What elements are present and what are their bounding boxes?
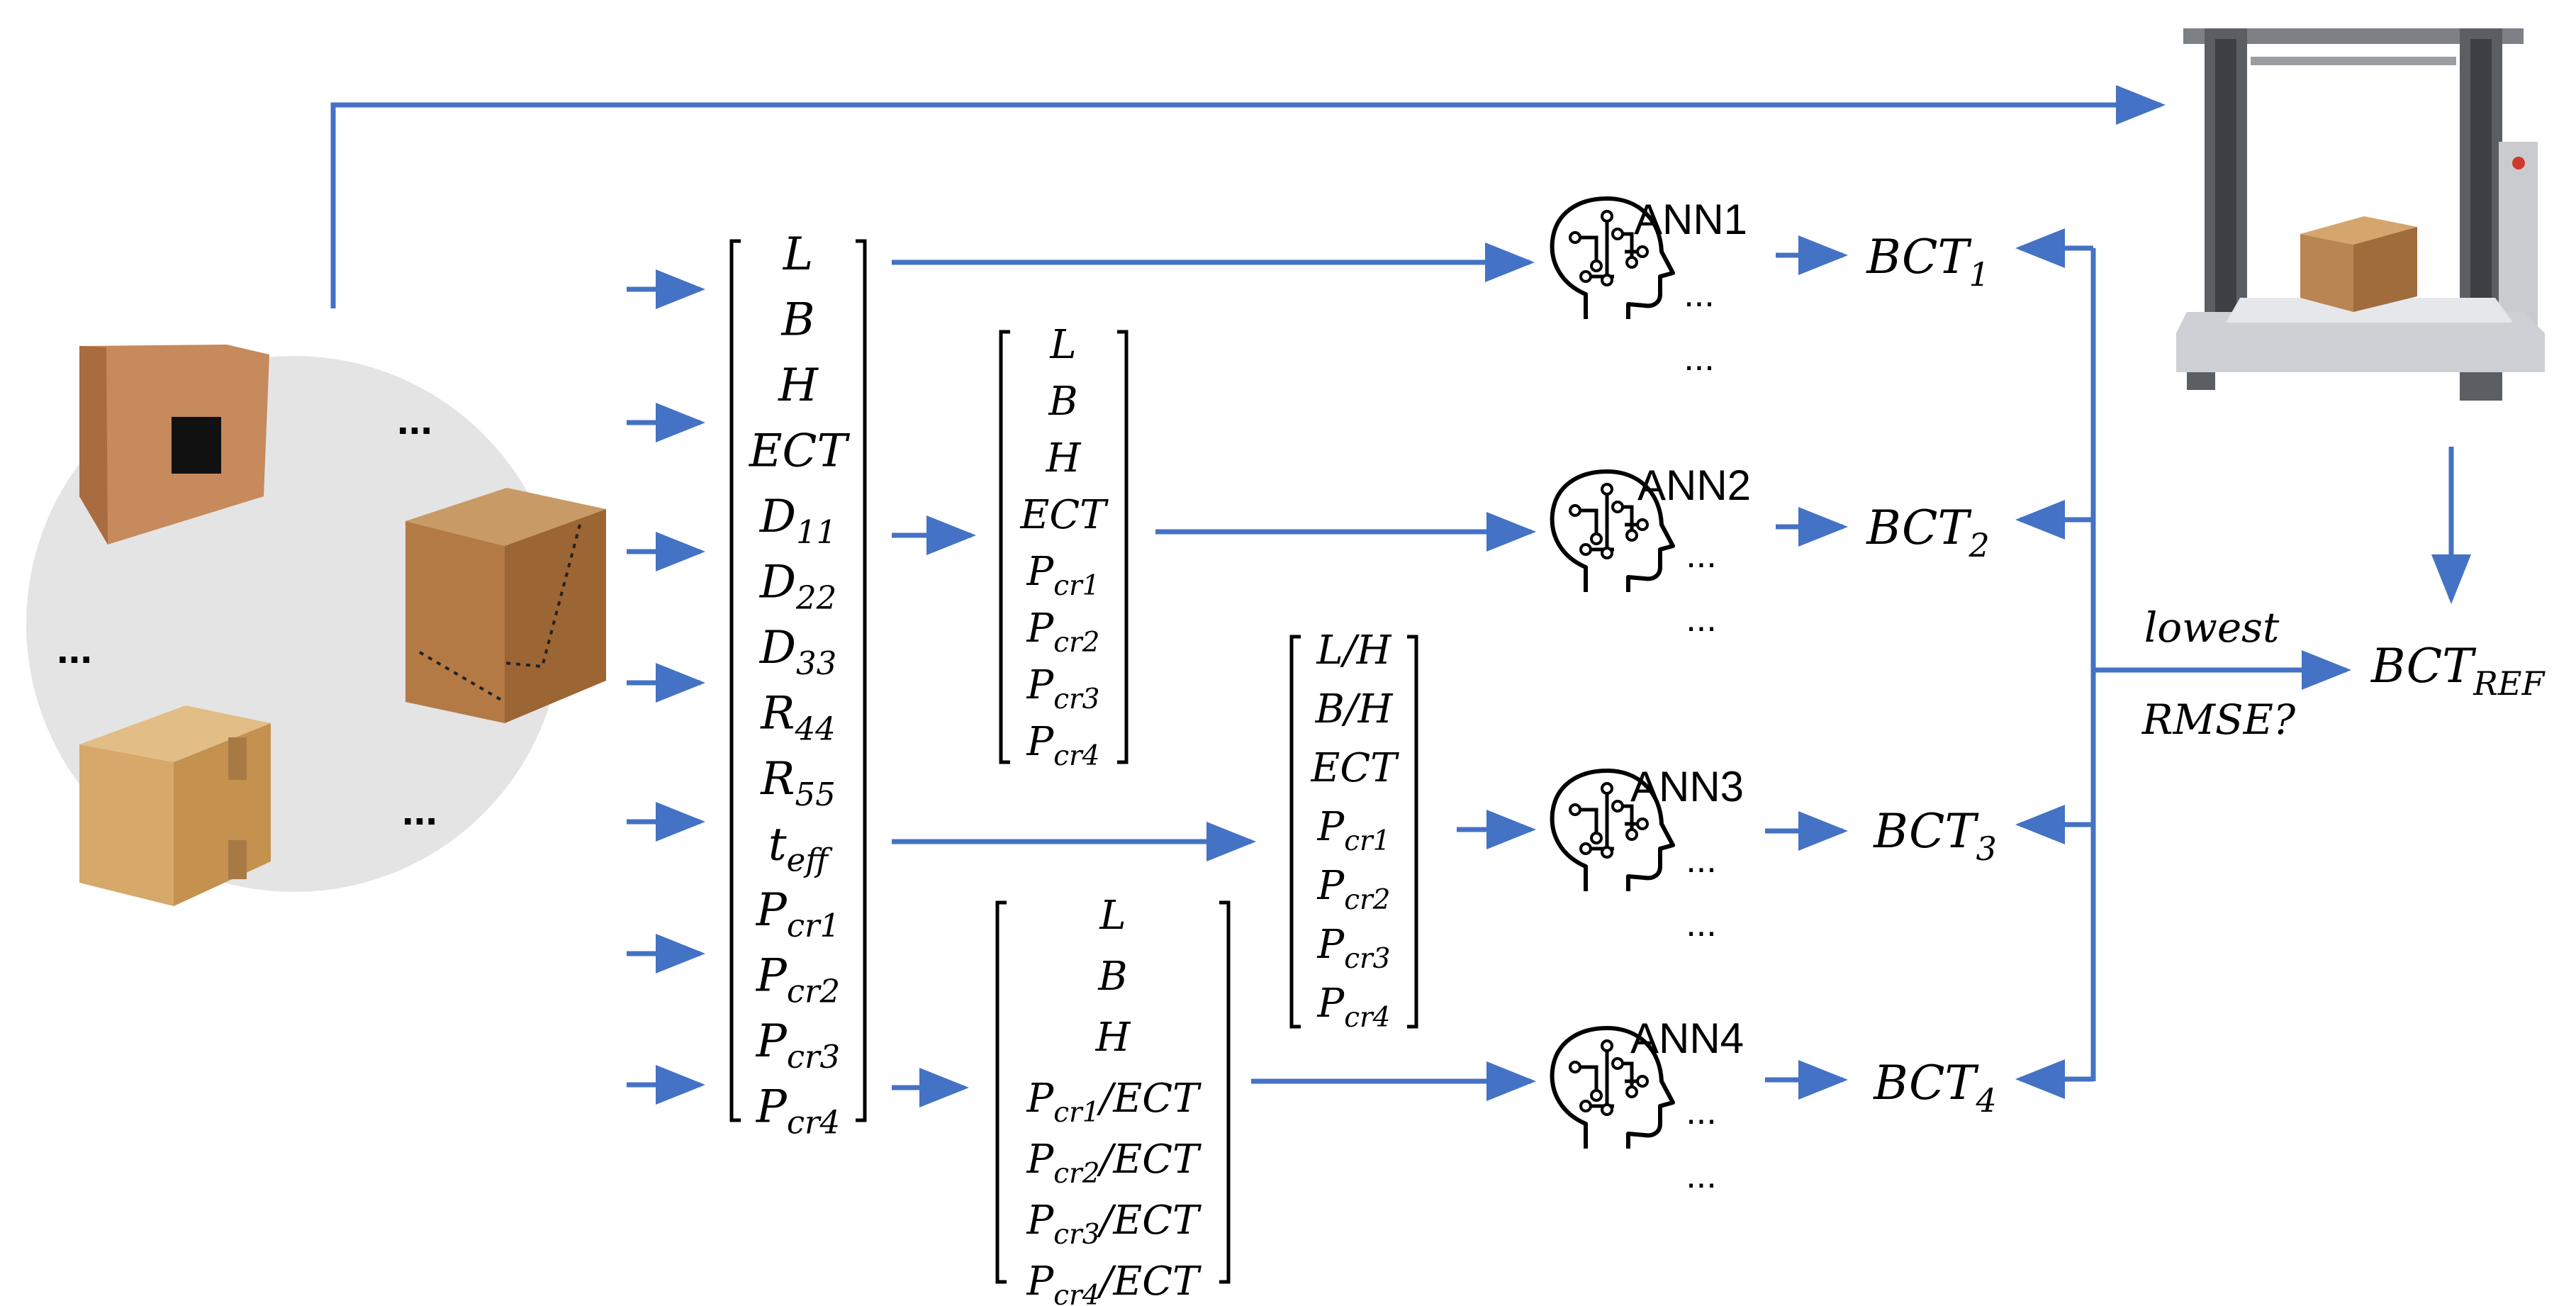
arrow-to-test-machine xyxy=(330,85,2166,308)
brain-head-icon xyxy=(1550,769,1675,891)
vector-entry-ect: ECT xyxy=(749,425,851,478)
vector-entry-h: H xyxy=(1095,1015,1131,1061)
vector-entry-l: L xyxy=(783,228,814,281)
box-with-diagonal-cut-image xyxy=(405,488,606,723)
brain-head-icon xyxy=(1550,196,1675,319)
network-label: ANN1 xyxy=(1634,196,1747,243)
right-bracket xyxy=(856,239,867,1122)
right-bracket xyxy=(1407,635,1418,1029)
ellipsis: ... xyxy=(1686,535,1716,576)
vector-entry-pcr4: Pcr4 xyxy=(756,1081,840,1142)
network-label: ANN2 xyxy=(1637,462,1751,509)
vector-entry-b: B xyxy=(780,294,814,347)
ellipsis: ... xyxy=(1684,274,1714,315)
vector-entry-pcr3: Pcr3 xyxy=(1317,922,1391,975)
compression-test-machine-image xyxy=(2176,28,2545,401)
ellipsis-left: ... xyxy=(57,625,92,672)
vector-entry-pcr1: Pcr1 xyxy=(756,884,840,944)
network-label: ANN3 xyxy=(1630,763,1744,810)
right-bracket xyxy=(1117,330,1129,764)
vector-entry-pcr2: Pcr2 xyxy=(1317,863,1391,916)
vector-entry-pcr4: Pcr4/ECT xyxy=(1026,1258,1202,1306)
network-label: ANN4 xyxy=(1630,1015,1744,1062)
bct-output-label: BCT1 xyxy=(1866,230,1990,294)
box-specimens: ... ... ... xyxy=(26,345,606,906)
vector-entry-r55: R55 xyxy=(760,753,835,813)
ann-output-arrows xyxy=(1765,235,1848,1100)
vector-entry-b: B xyxy=(1048,379,1077,425)
vector-entry-pcr3: Pcr3/ECT xyxy=(1026,1198,1202,1251)
comparison-lines xyxy=(2015,228,2471,1099)
bct-output-label: BCT4 xyxy=(1873,1056,1997,1120)
vector-entry-h: H xyxy=(1046,435,1082,481)
reference-bct-label: BCTREF xyxy=(2370,639,2546,703)
ellipsis: ... xyxy=(1686,598,1716,640)
ellipsis: ... xyxy=(1684,337,1714,379)
selection-criterion-line2: RMSE? xyxy=(2141,696,2296,744)
box-with-cutout-image xyxy=(79,345,269,545)
vector-entry-pcr1: Pcr1/ECT xyxy=(1026,1076,1202,1129)
vector-entry-l-h: L/H xyxy=(1316,627,1392,674)
vector-entry-h: H xyxy=(778,359,819,412)
ellipsis: ... xyxy=(1686,903,1716,944)
vector-entry-ect: ECT xyxy=(1019,492,1109,538)
vector-entry-pcr1: Pcr1 xyxy=(1317,804,1391,857)
vector-entry-b-h: B/H xyxy=(1315,686,1394,732)
vector-entry-d11: D11 xyxy=(759,491,837,551)
selection-criterion-line1: lowest xyxy=(2144,603,2280,652)
plain-box-image xyxy=(79,705,271,906)
vector-entries: LBH ECT D11D22D33R44R55teffPcr1Pcr2Pcr3Pcr… xyxy=(749,228,851,1142)
vector-entry-l: L xyxy=(1049,322,1076,368)
vector-entry-b: B xyxy=(1097,954,1127,1000)
vector-entry-pcr3: Pcr3 xyxy=(756,1015,840,1076)
left-bracket xyxy=(1289,635,1301,1029)
vector-entry-pcr1: Pcr1 xyxy=(1026,549,1100,602)
left-bracket xyxy=(999,330,1010,764)
brain-head-icon xyxy=(1550,1026,1675,1149)
vector-entry-pcr2: Pcr2 xyxy=(1026,605,1100,659)
input-arrows xyxy=(627,269,705,1105)
vector-entry-d22: D22 xyxy=(759,557,837,617)
network-4: ANN4...... BCT4 xyxy=(1550,1015,1997,1196)
right-bracket xyxy=(1219,900,1231,1284)
input-vector-full: LBH ECT D11D22D33R44R55teffPcr1Pcr2Pcr3Pcr… xyxy=(729,228,867,1142)
bct-output-label: BCT2 xyxy=(1866,501,1990,564)
ellipsis-top-right: ... xyxy=(397,396,432,443)
left-bracket xyxy=(995,900,1007,1284)
input-vector-4: LBH Pcr1/ECT Pcr2/ECT Pcr3/ECT Pcr4/ECT xyxy=(995,893,1231,1306)
vector-entry-d33: D33 xyxy=(759,622,837,682)
ellipsis: ... xyxy=(1686,839,1716,881)
vector-connection-arrows xyxy=(892,242,1536,1107)
vector-entry-pcr4: Pcr4 xyxy=(1026,719,1100,772)
vector-entry-teff: teff xyxy=(768,819,833,879)
ellipsis-bottom-right: ... xyxy=(402,786,437,834)
bct-output-label: BCT3 xyxy=(1873,804,1997,868)
vector-entry-r44: R44 xyxy=(760,688,835,748)
vector-entry-l: L xyxy=(1099,893,1126,939)
vector-entry-pcr2: Pcr2/ECT xyxy=(1026,1137,1202,1190)
vector-entries: LBH Pcr1/ECT Pcr2/ECT Pcr3/ECT Pcr4/ECT xyxy=(1026,893,1202,1306)
vector-entry-ect: ECT xyxy=(1310,745,1399,791)
ellipsis: ... xyxy=(1686,1091,1716,1132)
network-1: ANN1...... BCT1 xyxy=(1550,196,1990,379)
vector-entry-pcr3: Pcr3 xyxy=(1026,662,1100,715)
vector-entry-pcr4: Pcr4 xyxy=(1317,981,1391,1034)
network-2: ANN2...... BCT2 xyxy=(1550,462,1990,640)
ellipsis: ... xyxy=(1686,1155,1716,1196)
vector-entry-pcr2: Pcr2 xyxy=(756,950,840,1010)
brain-head-icon xyxy=(1550,469,1675,592)
network-3: ANN3...... BCT3 xyxy=(1550,763,1997,944)
left-bracket xyxy=(729,239,741,1122)
